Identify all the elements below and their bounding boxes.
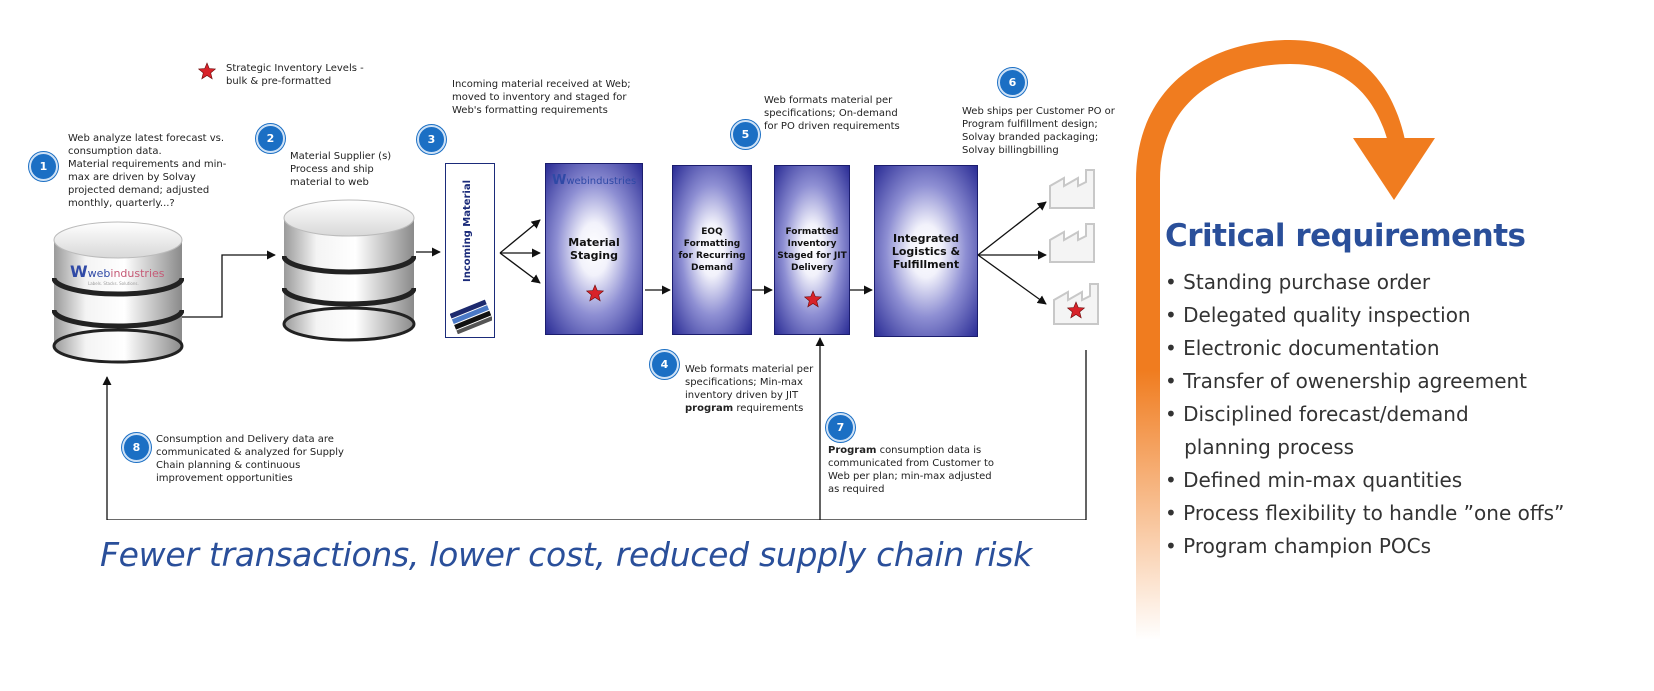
step-note-8: Consumption and Delivery data are commun…: [156, 434, 344, 484]
step-note-2: Material Supplier (s) Process and ship m…: [290, 151, 392, 188]
list-item: • Disciplined forecast/demand: [1165, 402, 1469, 426]
staging-logo: Wwebindustries: [552, 173, 637, 188]
step-note-4: Web formats material per specifications;…: [685, 364, 814, 414]
list-item: planning process: [1165, 435, 1355, 459]
database-2: [282, 199, 416, 342]
step-badge-5: 5: [731, 120, 760, 149]
eoq-formatting-box: EOQ Formatting for Recurring Demand: [672, 165, 752, 335]
critical-requirements-title: Critical requirements: [1165, 218, 1526, 254]
star-icon: [198, 62, 216, 80]
factory-icon: [1053, 283, 1099, 325]
logo-w-icon: W: [70, 262, 88, 281]
formatted-inventory-box: Formatted Inventory Staged for JIT Deliv…: [774, 165, 850, 335]
factory-icon: [1049, 223, 1095, 263]
step-badge-6: 6: [998, 68, 1027, 97]
star-icon: [804, 290, 822, 308]
integrated-logistics-box: Integrated Logistics & Fulfillment: [874, 165, 978, 337]
db1-logo: Wwebindustries Labels. Stacks. Solutions…: [70, 262, 165, 286]
database-1: [52, 221, 184, 364]
step-note-5: Web formats material per specifications;…: [764, 95, 900, 132]
flow-connectors: [102, 201, 1087, 520]
list-item: • Defined min-max quantities: [1165, 468, 1463, 492]
legend-text: Strategic Inventory Levels - bulk & pre-…: [226, 63, 364, 87]
step-badge-1: 1: [29, 152, 58, 181]
step-badge-2: 2: [256, 124, 285, 153]
material-rolls-icon: [450, 299, 492, 334]
step-badge-8: 8: [122, 433, 151, 462]
step-note-6: Web ships per Customer PO or Program ful…: [962, 106, 1115, 156]
step-note-3: Incoming material received at Web; moved…: [452, 79, 631, 116]
list-item: • Delegated quality inspection: [1165, 303, 1471, 327]
step-note-7: Program consumption data is communicated…: [828, 445, 995, 495]
orange-arc-arrow: [1136, 40, 1435, 640]
material-staging-box: Wwebindustries Material Staging: [545, 163, 643, 335]
list-item: • Program champion POCs: [1165, 534, 1432, 558]
step-badge-3: 3: [417, 125, 446, 154]
list-item: • Transfer of owenership agreement: [1165, 369, 1528, 393]
step-badge-4: 4: [650, 350, 679, 379]
tagline: Fewer transactions, lower cost, reduced …: [100, 535, 1032, 574]
star-icon: [586, 284, 604, 302]
list-item: • Electronic documentation: [1165, 336, 1440, 360]
incoming-material-box: Incoming Material: [445, 163, 495, 338]
list-item: • Process flexibility to handle ”one off…: [1165, 501, 1565, 525]
step-badge-7: 7: [826, 413, 855, 442]
step-note-1: Web analyze latest forecast vs. consumpt…: [68, 133, 227, 209]
list-item: • Standing purchase order: [1165, 270, 1431, 294]
logo-w-icon: W: [552, 173, 567, 188]
factory-icon: [1049, 169, 1095, 209]
critical-requirements-list: • Standing purchase order • Delegated qu…: [1165, 266, 1564, 563]
